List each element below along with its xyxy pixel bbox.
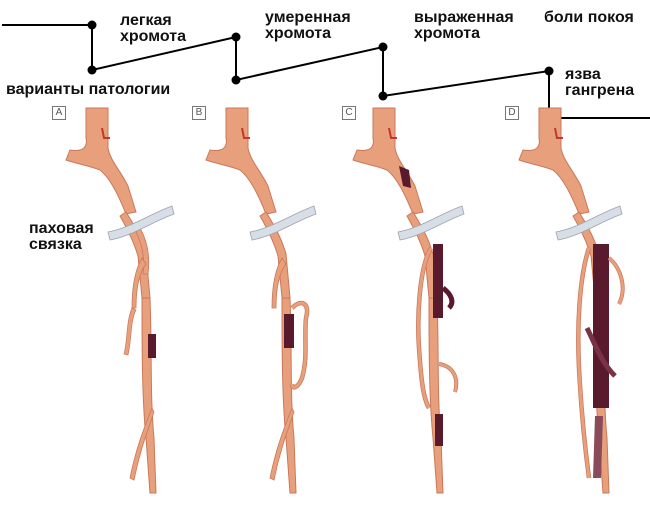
artery-panel-d [519, 108, 623, 493]
node-2 [88, 66, 97, 75]
node-3 [232, 33, 241, 42]
label-moderate-claudication: умеренная хромота [265, 10, 351, 42]
ligament-c [398, 206, 464, 240]
label-severe-claudication: выраженная хромота [414, 10, 514, 42]
panel-tag-a: A [52, 106, 66, 120]
artery-panel-c [353, 108, 456, 493]
node-4 [232, 76, 241, 85]
node-5 [379, 43, 388, 52]
label-inguinal-ligament: паховая связка [29, 221, 94, 253]
label-rest-pain: боли покоя [544, 10, 634, 26]
node-7 [545, 67, 554, 76]
ligament-b [250, 206, 316, 240]
artery-panel-a [66, 108, 156, 493]
label-ulcer-gangrene: язва гангрена [565, 67, 634, 99]
panel-tag-d: D [505, 106, 519, 120]
node-6 [379, 92, 388, 101]
artery-panel-b [206, 108, 307, 493]
node-1 [88, 21, 97, 30]
panel-tag-b: B [192, 106, 206, 120]
panel-tag-c: C [342, 106, 356, 120]
label-mild-claudication: легкая хромота [120, 13, 186, 45]
label-pathology-variants: варианты патологии [6, 82, 170, 98]
